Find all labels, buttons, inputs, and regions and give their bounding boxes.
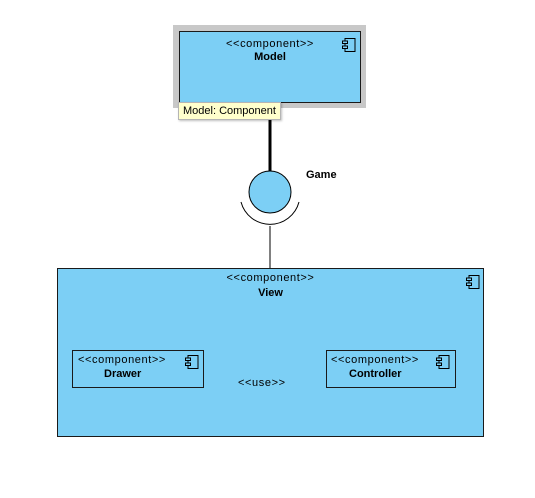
drawer-stereotype: <<component>> (78, 354, 166, 366)
drawer-component[interactable]: <<component>> Drawer (72, 350, 204, 388)
model-stereotype: <<component>> (226, 38, 314, 50)
model-component[interactable]: <<component>> Model (179, 31, 361, 103)
model-name: Model (254, 51, 286, 63)
component-icon (466, 275, 480, 289)
component-icon (185, 355, 199, 369)
view-stereotype: <<component>> (226, 272, 315, 284)
hover-tooltip: Model: Component (178, 102, 281, 120)
component-icon (436, 355, 450, 369)
controller-name: Controller (349, 368, 402, 380)
view-name: View (258, 287, 283, 299)
component-icon (342, 38, 356, 52)
controller-component[interactable]: <<component>> Controller (326, 350, 456, 388)
required-interface-icon[interactable] (240, 201, 300, 225)
interface-name: Game (306, 169, 337, 181)
provided-interface-icon[interactable] (248, 170, 292, 214)
drawer-name: Drawer (104, 368, 142, 380)
view-component[interactable]: <<component>> View <<component>> Drawer … (57, 268, 484, 437)
controller-stereotype: <<component>> (331, 354, 419, 366)
dependency-label: <<use>> (238, 377, 286, 389)
